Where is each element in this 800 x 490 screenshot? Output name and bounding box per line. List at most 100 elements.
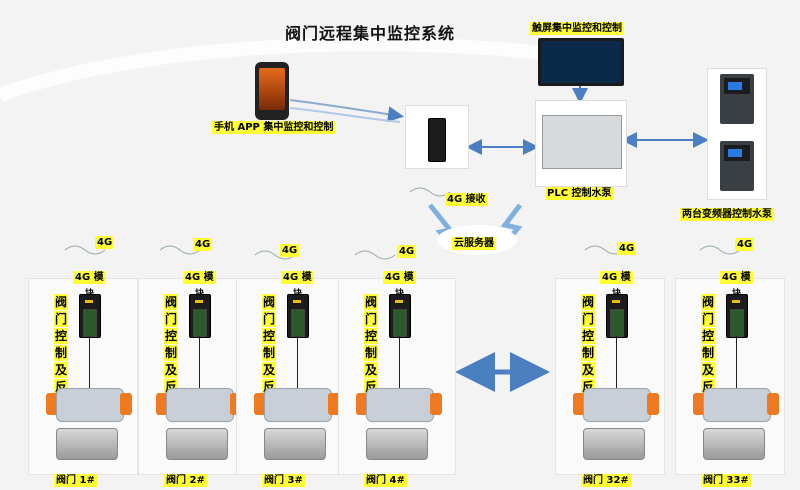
valve-control-char-5-4: 制 [581, 345, 595, 361]
actuator-cap-left-6 [693, 393, 705, 415]
actuator-cap-left-2 [156, 393, 168, 415]
valve-control-char-2-4: 制 [164, 345, 178, 361]
4g-module-icon-3 [287, 294, 309, 338]
touch-screen-label: 触屏集中监控和控制 [530, 22, 624, 35]
actuator-cap-right-6 [767, 393, 779, 415]
valve-control-char-3-3: 控 [262, 328, 276, 344]
plc-panel [535, 100, 627, 187]
valve-control-char-5-2: 门 [581, 311, 595, 327]
valve-name-5: 阀门 32# [581, 474, 631, 487]
valve-control-char-2-2: 门 [164, 311, 178, 327]
valve-control-char-2-5: 及 [164, 362, 178, 378]
valve-control-char-4-4: 制 [364, 345, 378, 361]
valve-control-char-4-2: 门 [364, 311, 378, 327]
wire-5 [616, 336, 617, 392]
plc-label: PLC 控制水泵 [545, 187, 614, 200]
valve-control-char-2-1: 阀 [164, 294, 178, 310]
module-label-4: 4G 模 [383, 271, 416, 284]
wire-1 [89, 336, 90, 392]
valve-control-char-4-5: 及 [364, 362, 378, 378]
vfd-1-icon [720, 74, 754, 124]
valve-body-icon-6 [703, 428, 765, 460]
valve-control-char-3-2: 门 [262, 311, 276, 327]
phone-app-label: 手机 APP 集中监控和控制 [212, 121, 336, 134]
valve-body-icon-3 [264, 428, 326, 460]
valve-control-char-4-1: 阀 [364, 294, 378, 310]
actuator-cap-right-5 [647, 393, 659, 415]
phone-link-arrow [289, 99, 404, 123]
4g-module-icon-5 [606, 294, 628, 338]
valve-body-icon-2 [166, 428, 228, 460]
page-title: 阀门远程集中监控系统 [285, 24, 456, 43]
module-label-1: 4G 模 [73, 271, 106, 284]
valve-name-1: 阀门 1# [54, 474, 97, 487]
vfd-2-icon [720, 141, 754, 191]
wire-2 [199, 336, 200, 392]
valve-name-4: 阀门 4# [364, 474, 407, 487]
module-label-6: 4G 模 [720, 271, 753, 284]
valve-control-char-5-3: 控 [581, 328, 595, 344]
valve-control-char-3-1: 阀 [262, 294, 276, 310]
actuator-icon-5 [583, 388, 651, 422]
valve-name-6: 阀门 33# [701, 474, 751, 487]
4g-module-icon-6 [726, 294, 748, 338]
wire-6 [736, 336, 737, 392]
valve-control-char-5-5: 及 [581, 362, 595, 378]
receiver-panel [405, 105, 469, 169]
signal-label-5: 4G [617, 242, 637, 255]
valve-control-char-3-5: 及 [262, 362, 276, 378]
valve-control-char-1-5: 及 [54, 362, 68, 378]
actuator-icon-3 [264, 388, 332, 422]
valve-control-char-1-4: 制 [54, 345, 68, 361]
module-label-2: 4G 模 [183, 271, 216, 284]
valve-control-char-2-3: 控 [164, 328, 178, 344]
signal-label-3: 4G [280, 244, 300, 257]
wire-4 [399, 336, 400, 392]
valve-control-char-1-2: 门 [54, 311, 68, 327]
signal-label-2: 4G [193, 238, 213, 251]
actuator-cap-right-4 [430, 393, 442, 415]
cloud-label: 云服务器 [452, 237, 496, 250]
actuator-cap-left-4 [356, 393, 368, 415]
valve-control-char-6-2: 门 [701, 311, 715, 327]
smartphone-icon [255, 62, 289, 120]
actuator-icon-2 [166, 388, 234, 422]
4g-module-icon-1 [79, 294, 101, 338]
valve-body-icon-1 [56, 428, 118, 460]
4g-module-icon-2 [189, 294, 211, 338]
actuator-cap-left-1 [46, 393, 58, 415]
valve-control-char-3-4: 制 [262, 345, 276, 361]
valve-control-char-6-3: 控 [701, 328, 715, 344]
wire-3 [297, 336, 298, 392]
valve-control-char-6-4: 制 [701, 345, 715, 361]
valve-control-char-5-1: 阀 [581, 294, 595, 310]
actuator-cap-left-5 [573, 393, 585, 415]
valve-name-3: 阀门 3# [262, 474, 305, 487]
receiver-label: 4G 接收 [445, 193, 488, 206]
actuator-cap-left-3 [254, 393, 266, 415]
4g-module-icon-4 [389, 294, 411, 338]
vfd-panel [707, 68, 767, 200]
valve-control-char-1-1: 阀 [54, 294, 68, 310]
actuator-cap-right-1 [120, 393, 132, 415]
valve-body-icon-5 [583, 428, 645, 460]
valve-control-char-6-1: 阀 [701, 294, 715, 310]
module-label-5: 4G 模 [600, 271, 633, 284]
valve-control-char-6-5: 及 [701, 362, 715, 378]
signal-label-4: 4G [397, 245, 417, 258]
actuator-icon-6 [703, 388, 771, 422]
signal-label-1: 4G [95, 236, 115, 249]
actuator-icon-1 [56, 388, 124, 422]
valve-name-2: 阀门 2# [164, 474, 207, 487]
actuator-cap-right-3 [328, 393, 340, 415]
touch-screen-monitor-icon [538, 38, 624, 86]
receiver-module-icon [428, 118, 446, 162]
module-label-3: 4G 模 [281, 271, 314, 284]
actuator-icon-4 [366, 388, 434, 422]
valve-control-char-1-3: 控 [54, 328, 68, 344]
signal-label-6: 4G [735, 238, 755, 251]
valve-control-char-4-3: 控 [364, 328, 378, 344]
valve-body-icon-4 [366, 428, 428, 460]
plc-icon [542, 115, 622, 169]
vfd-label: 两台变频器控制水泵 [680, 208, 774, 221]
